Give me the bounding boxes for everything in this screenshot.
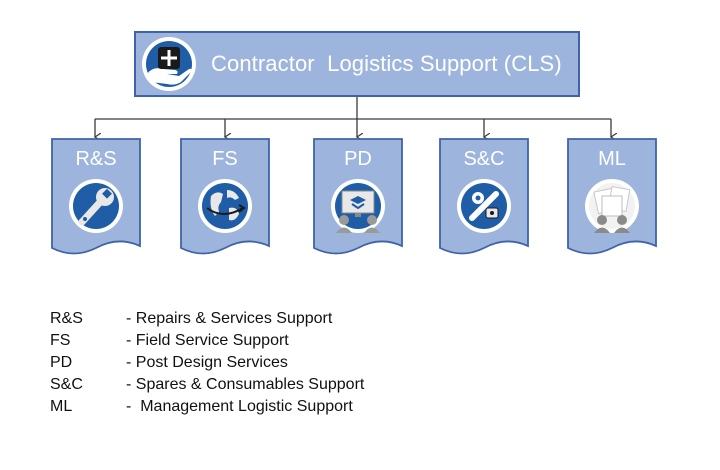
hand-with-plus-icon — [142, 37, 196, 91]
category-ml: ML — [567, 138, 657, 260]
legend-abbr: S&C — [50, 376, 83, 393]
category-label: R&S — [75, 148, 117, 170]
legend-description: - Field Service Support — [126, 332, 289, 349]
category-pd: PD — [313, 138, 403, 260]
category-label: PD — [344, 148, 372, 170]
cls-diagram: Contractor Logistics Support (CLS) R&S F… — [0, 31, 720, 455]
legend-abbr: R&S — [50, 310, 83, 327]
legend-row: ML - Management Logistic Support — [50, 398, 353, 420]
legend-description: - Management Logistic Support — [126, 398, 353, 415]
root-node: Contractor Logistics Support (CLS) — [134, 31, 580, 97]
legend-description: - Post Design Services — [126, 354, 288, 371]
legend-row: R&S - Repairs & Services Support — [50, 310, 332, 332]
category-sc: S&C — [439, 138, 529, 260]
legend-row: PD - Post Design Services — [50, 354, 288, 376]
connector-lines — [0, 97, 720, 455]
documents-icon — [585, 179, 639, 233]
spare-parts-icon — [457, 179, 511, 233]
legend-row: FS - Field Service Support — [50, 332, 289, 354]
category-fs: FS — [180, 138, 270, 260]
legend-row: S&C - Spares & Consumables Support — [50, 376, 364, 398]
legend-abbr: FS — [50, 332, 71, 349]
legend-description: - Spares & Consumables Support — [126, 376, 365, 393]
legend-abbr: PD — [50, 354, 73, 371]
category-label: S&C — [463, 148, 505, 170]
design-screen-icon — [331, 179, 385, 233]
legend-abbr: ML — [50, 398, 73, 415]
root-title: Contractor Logistics Support (CLS) — [211, 51, 562, 76]
legend: R&S - Repairs & Services Support FS - Fi… — [50, 310, 364, 420]
category-rs: R&S — [51, 138, 141, 260]
globe-icon — [198, 179, 252, 233]
category-label: ML — [598, 148, 626, 170]
wrench-icon — [69, 179, 123, 233]
category-label: FS — [212, 148, 238, 170]
legend-description: - Repairs & Services Support — [126, 310, 333, 327]
